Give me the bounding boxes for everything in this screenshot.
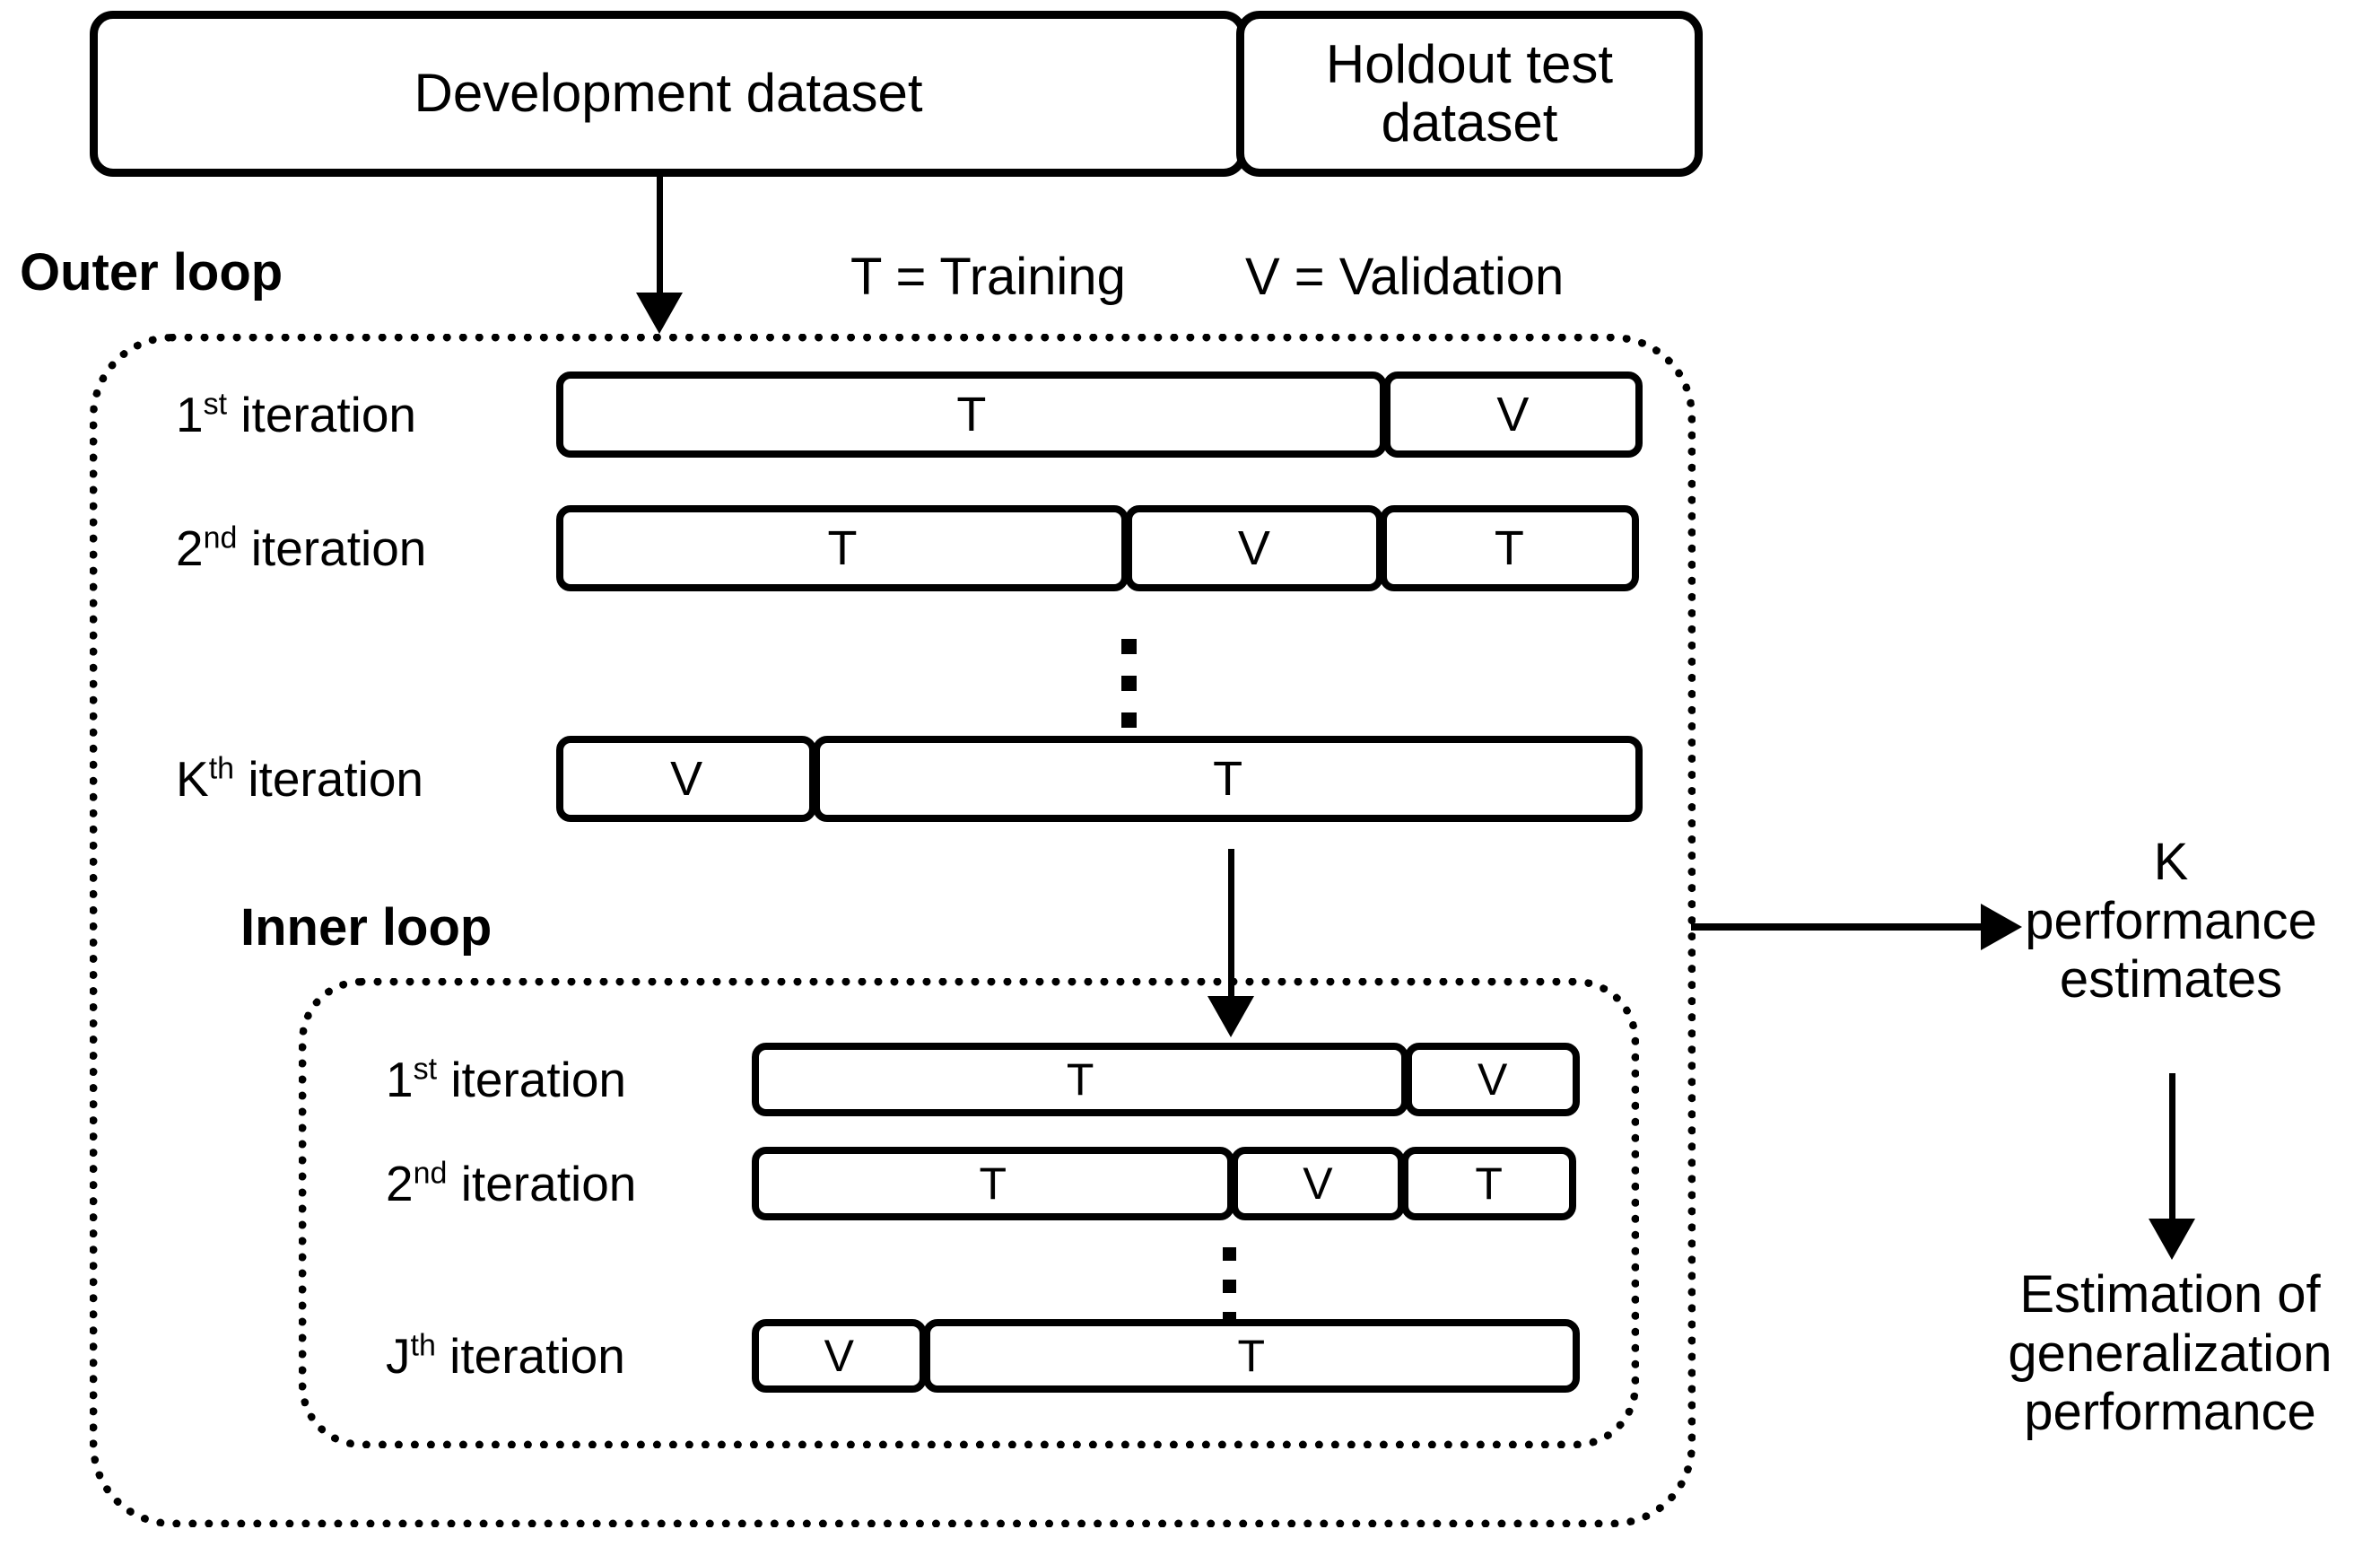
- outer-row-label-3: Kth iteration: [176, 750, 423, 808]
- outer-row-2-word: iteration: [237, 520, 427, 576]
- ellipsis-dot: [1121, 676, 1137, 691]
- outer-loop-label: Outer loop: [20, 243, 283, 302]
- inner-row-3-segment-1: V: [752, 1319, 927, 1393]
- outer-row-3-word: iteration: [234, 751, 423, 807]
- legend-validation: V = Validation: [1245, 248, 1565, 306]
- inner-row-1-segment-1: T: [752, 1043, 1409, 1116]
- inner-row-1-word: iteration: [437, 1052, 626, 1107]
- outer-row-2-segment-2: V: [1124, 505, 1383, 591]
- inner-row-3-ordinal: J: [386, 1328, 411, 1384]
- outer-row-label-2: 2nd iteration: [176, 520, 426, 577]
- development-dataset-label: Development dataset: [414, 63, 923, 124]
- inner-row-3-suffix: th: [410, 1328, 436, 1363]
- inner-fold-row-2: T V T: [752, 1147, 1583, 1220]
- ellipsis-dot: [1121, 712, 1137, 728]
- k-perf-line-2: performance: [2025, 891, 2317, 950]
- inner-loop-container: [299, 978, 1639, 1448]
- inner-fold-row-3: V T: [752, 1319, 1583, 1393]
- outer-fold-row-3: V T: [556, 736, 1646, 822]
- outer-row-2-segment-3: T: [1379, 505, 1639, 591]
- outer-loop-ellipsis: [1121, 639, 1137, 749]
- holdout-test-dataset-box: Holdout test dataset: [1236, 11, 1703, 177]
- inner-row-3-segment-2: T: [922, 1319, 1580, 1393]
- inner-row-1-segment-2: V: [1405, 1043, 1580, 1116]
- outer-row-3-suffix: th: [208, 751, 235, 786]
- inner-fold-row-1: T V: [752, 1043, 1583, 1116]
- inner-row-3-word: iteration: [435, 1328, 625, 1384]
- outer-row-3-ordinal: K: [176, 751, 209, 807]
- inner-row-2-word: iteration: [447, 1156, 637, 1211]
- holdout-line-2: dataset: [1381, 92, 1558, 153]
- inner-row-label-1: 1st iteration: [386, 1051, 626, 1108]
- inner-row-2-ordinal: 2: [386, 1156, 414, 1211]
- k-performance-estimates-text: K performance estimates: [1965, 833, 2377, 1009]
- ellipsis-dot: [1223, 1247, 1236, 1261]
- inner-row-2-segment-1: T: [752, 1147, 1234, 1220]
- est-gen-line-1: Estimation of: [2019, 1265, 2321, 1324]
- arrow-kperf-to-estimation-line: [2169, 1073, 2175, 1226]
- inner-row-1-ordinal: 1: [386, 1052, 414, 1107]
- holdout-line-1: Holdout test: [1325, 33, 1614, 94]
- outer-row-2-suffix: nd: [203, 520, 238, 555]
- outer-row-label-1: 1st iteration: [176, 386, 416, 443]
- outer-row-1-segment-2: V: [1382, 371, 1643, 458]
- ellipsis-dot: [1223, 1280, 1236, 1293]
- k-perf-line-1: K: [2153, 833, 2189, 891]
- arrow-kperf-to-estimation-head: [2149, 1219, 2195, 1260]
- inner-row-2-segment-2: V: [1230, 1147, 1406, 1220]
- outer-fold-row-1: T V: [556, 371, 1646, 458]
- outer-row-1-ordinal: 1: [176, 387, 204, 442]
- arrow-outer-to-inner-line: [1228, 849, 1234, 1003]
- ellipsis-dot: [1121, 639, 1137, 654]
- outer-row-1-segment-1: T: [556, 371, 1387, 458]
- development-dataset-box: Development dataset: [90, 11, 1247, 177]
- arrow-dev-to-outer-line: [657, 176, 663, 300]
- inner-row-2-segment-3: T: [1401, 1147, 1576, 1220]
- arrow-outer-to-kperf-line: [1691, 923, 1987, 931]
- est-gen-line-3: performance: [2024, 1383, 2316, 1442]
- outer-row-2-segment-1: T: [556, 505, 1129, 591]
- k-perf-line-3: estimates: [2059, 950, 2283, 1009]
- outer-fold-row-2: T V T: [556, 505, 1646, 591]
- outer-row-3-segment-2: T: [813, 736, 1643, 822]
- inner-row-2-suffix: nd: [413, 1156, 448, 1191]
- estimation-generalization-text: Estimation of generalization performance: [1960, 1265, 2380, 1442]
- arrow-outer-to-inner-head: [1207, 996, 1254, 1037]
- outer-row-1-word: iteration: [227, 387, 416, 442]
- inner-row-1-suffix: st: [413, 1052, 438, 1087]
- legend-training: T = Training: [850, 248, 1126, 306]
- inner-row-label-2: 2nd iteration: [386, 1155, 636, 1212]
- inner-row-label-3: Jth iteration: [386, 1327, 625, 1385]
- outer-row-2-ordinal: 2: [176, 520, 204, 576]
- holdout-test-dataset-label: Holdout test dataset: [1325, 33, 1614, 153]
- arrow-dev-to-outer-head: [636, 293, 683, 334]
- outer-row-1-suffix: st: [203, 387, 228, 422]
- arrow-outer-to-kperf-head: [1981, 904, 2022, 950]
- inner-loop-label: Inner loop: [240, 898, 493, 957]
- est-gen-line-2: generalization: [2008, 1324, 2332, 1383]
- outer-row-3-segment-1: V: [556, 736, 817, 822]
- outer-loop-container: [90, 334, 1696, 1527]
